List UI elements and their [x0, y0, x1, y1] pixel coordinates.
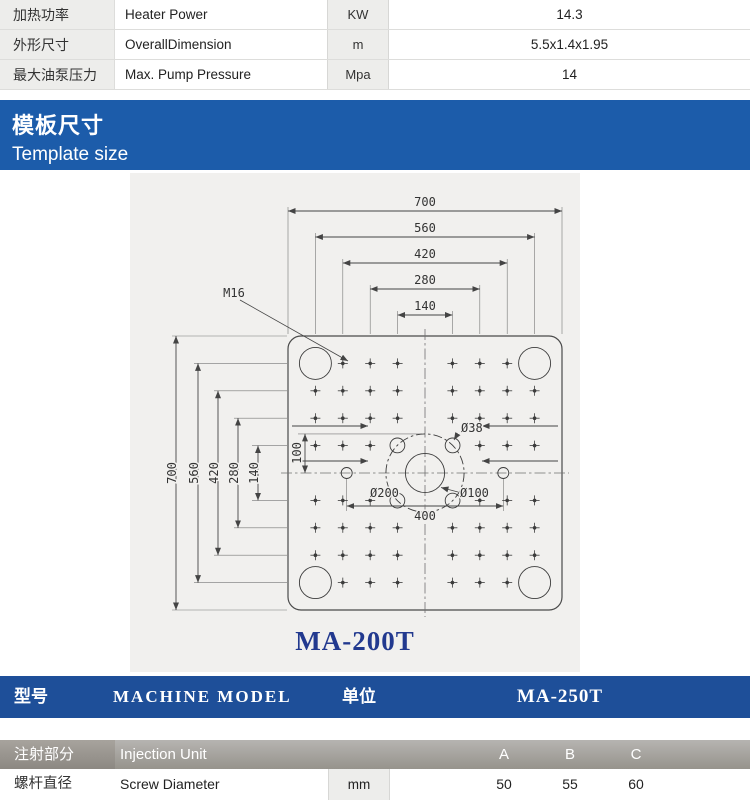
screw-value-b: 55	[562, 776, 578, 792]
header-machine-model: MACHINE MODEL	[113, 687, 292, 706]
leader-lines	[239, 299, 461, 498]
slot-arrows	[292, 423, 558, 464]
column-header-a: A	[498, 746, 509, 763]
header-unit-label: 单位	[342, 687, 376, 706]
dim-top-700: 700	[414, 195, 436, 209]
screw-unit: mm	[328, 769, 390, 800]
dim-top-560: 560	[414, 221, 436, 235]
screw-label-cn: 螺杆直径	[14, 776, 72, 792]
column-header-c: C	[630, 746, 642, 763]
table-row: 外形尺寸 OverallDimension m 5.5x1.4x1.95	[0, 30, 750, 60]
table-row: 加热功率 Heater Power KW 14.3	[0, 0, 750, 30]
spec-label-cn: 外形尺寸	[0, 30, 115, 59]
dim-top-140: 140	[414, 299, 436, 313]
injection-unit-band: 注射部分 Injection Unit A B C	[0, 740, 750, 769]
spec-table: 加热功率 Heater Power KW 14.3 外形尺寸 OverallDi…	[0, 0, 750, 90]
screw-value-a: 50	[496, 776, 512, 792]
mounting-hole-grid	[310, 358, 540, 588]
spec-label-en: Max. Pump Pressure	[125, 67, 252, 82]
screw-label-en: Screw Diameter	[120, 776, 220, 792]
spec-label-cn: 加热功率	[0, 0, 115, 29]
drawing-model-label: MA-200T	[295, 626, 415, 656]
dimension-labels: 700 560 420 280 140 700 560 420 280 140 …	[164, 194, 491, 525]
spec-label-en: Heater Power	[125, 7, 208, 22]
dim-left-560: 560	[187, 462, 201, 484]
spec-label-en: OverallDimension	[125, 37, 232, 52]
column-header-b: B	[564, 746, 575, 763]
injection-cn-cell-bg	[0, 740, 115, 769]
corner-tiebar-holes	[298, 346, 552, 600]
center-circles	[340, 433, 510, 513]
dim-left-420: 420	[207, 462, 221, 484]
spec-value: 5.5x1.4x1.95	[530, 37, 609, 52]
dia-label-38: Ø38	[461, 421, 483, 435]
dimension-lines	[173, 208, 562, 610]
section-header: 模板尺寸 Template size	[0, 100, 750, 170]
dim-top-280: 280	[414, 273, 436, 287]
spec-value: 14.3	[556, 7, 583, 22]
spec-unit: Mpa	[327, 60, 389, 89]
screw-diameter-row: 螺杆直径 Screw Diameter mm 50 55 60	[0, 769, 750, 800]
injection-label-en: Injection Unit	[120, 746, 207, 763]
spec-unit: m	[327, 30, 389, 59]
spec-label-cn: 最大油泵压力	[0, 60, 115, 89]
dia-label-200: Ø200	[370, 486, 399, 500]
section-title-en: Template size	[12, 144, 129, 165]
header-model-cn: 型号	[14, 687, 48, 706]
dim-left-140: 140	[247, 462, 261, 484]
extension-lines	[172, 207, 563, 611]
dia-label-100: Ø100	[460, 486, 489, 500]
header-model-value: MA-250T	[516, 686, 604, 707]
centerlines	[281, 329, 569, 617]
dim-width-400: 400	[414, 509, 436, 523]
screw-value-c: 60	[628, 776, 644, 792]
drawing-area: 700 560 420 280 140 700 560 420 280 140 …	[130, 173, 580, 672]
spec-value: 14	[561, 67, 578, 82]
dim-left-100: 100	[290, 442, 304, 464]
table-row: 最大油泵压力 Max. Pump Pressure Mpa 14	[0, 60, 750, 90]
section-title-cn: 模板尺寸	[12, 113, 105, 138]
injection-label-cn: 注射部分	[14, 746, 75, 763]
dim-left-280: 280	[227, 462, 241, 484]
model-table-header: 型号 MACHINE MODEL 单位 MA-250T	[0, 676, 750, 718]
thread-label-m16: M16	[223, 286, 245, 300]
spec-unit: KW	[327, 0, 389, 29]
platen-drawing: 700 560 420 280 140 700 560 420 280 140 …	[164, 194, 569, 617]
dim-top-420: 420	[414, 247, 436, 261]
dim-left-700: 700	[165, 462, 179, 484]
